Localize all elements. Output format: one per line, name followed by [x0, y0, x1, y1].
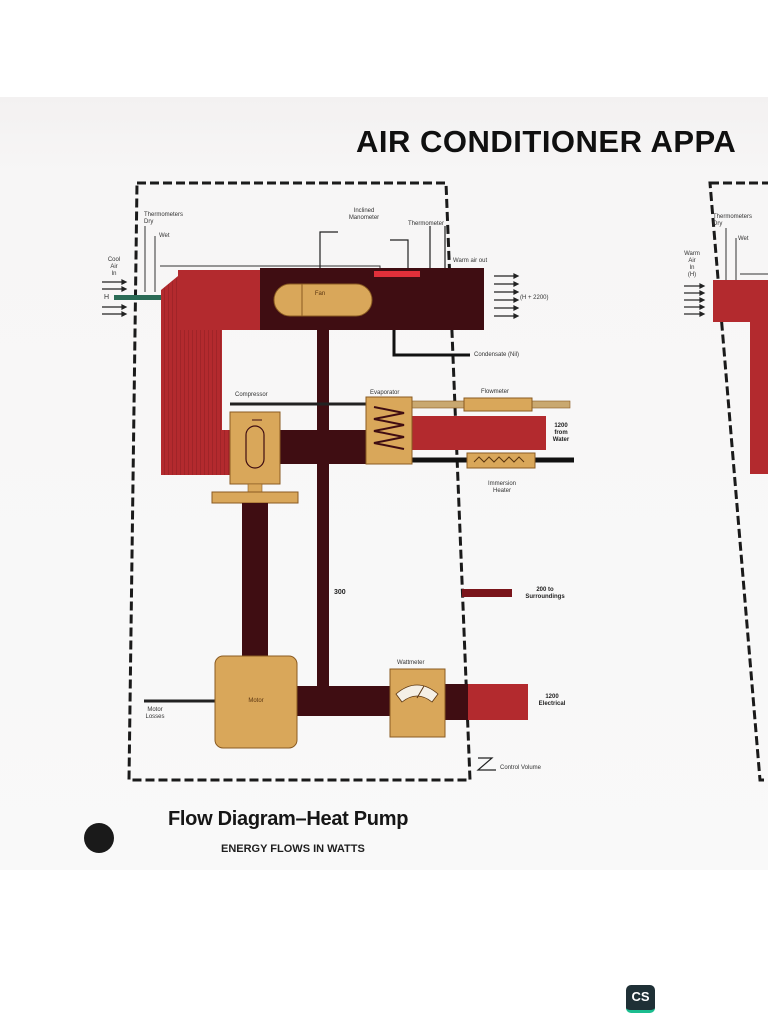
motor-shaft-flow — [242, 503, 268, 657]
flowmeter — [463, 397, 533, 412]
thermometer-label: Thermometer — [408, 221, 445, 227]
control-volume-boundary — [127, 181, 472, 782]
evaporator — [365, 396, 413, 465]
immersion-heater — [466, 452, 536, 469]
right-inlet-arrows — [684, 283, 706, 317]
bullet-dot — [84, 823, 114, 853]
control-volume-pointer — [476, 757, 496, 771]
motor — [214, 655, 298, 749]
control-volume-label: Control Volume — [500, 765, 542, 771]
right-thermometers-label: Thermometers Dry — [713, 214, 753, 227]
poster-background — [0, 97, 768, 870]
water-heat-flow — [412, 416, 546, 450]
cool-air-in-label: Cool Air In — [107, 257, 121, 277]
fan — [273, 283, 373, 317]
fan-label: Fan — [314, 291, 326, 297]
motor-label: Motor — [248, 698, 264, 704]
from-water-label: 1200 from Water — [552, 423, 570, 443]
compressor-base — [247, 483, 263, 493]
inlet-air-flow — [114, 295, 170, 300]
air-inlet-arrows — [102, 279, 128, 317]
electrical-label: 1200 Electrical — [538, 694, 566, 707]
manometer-tubes — [319, 226, 446, 268]
motor-power-flow — [296, 686, 390, 716]
flow-300-label: 300 — [334, 589, 346, 596]
condensate-label: Condensate (Nil) — [474, 352, 520, 358]
right-panel-flow — [713, 280, 768, 474]
condensate-line — [392, 330, 470, 357]
flowmeter-label: Flowmeter — [481, 389, 510, 395]
warm-air-out-label: Warm air out — [453, 258, 488, 264]
right-wet-label: Wet — [738, 236, 749, 242]
diagram-subtitle: ENERGY FLOWS IN WATTS — [221, 843, 365, 855]
wet-label: Wet — [159, 233, 170, 239]
compressor-label: Compressor — [235, 392, 268, 398]
scanner-app-badge: CS — [626, 985, 655, 1013]
flow-out-value: (H + 2200) — [520, 295, 549, 301]
right-warm-air-in-label: Warm Air In (H) — [684, 251, 700, 278]
wattmeter-label: Wattmeter — [397, 660, 425, 666]
thermometers-dry-label: Thermometers Dry — [144, 212, 184, 225]
diagram-title: Flow Diagram–Heat Pump — [168, 808, 409, 830]
air-outlet-arrows — [494, 273, 520, 319]
inclined-manometer-label: Inclined Manometer — [348, 208, 380, 221]
motor-losses-label: Motor Losses — [145, 707, 165, 720]
wattmeter — [389, 668, 446, 738]
immersion-heater-label: Immersion Heater — [487, 481, 516, 494]
evaporator-label: Evaporator — [370, 390, 400, 396]
compressor-flow — [280, 430, 368, 464]
compressor — [229, 411, 281, 485]
compressor-mount — [211, 491, 299, 504]
right-panel-boundary — [708, 181, 768, 782]
h-label: H — [104, 294, 110, 301]
warm-air-marker — [374, 271, 420, 277]
surroundings-flow — [462, 589, 512, 597]
to-surroundings-label: 200 to Surroundings — [525, 587, 565, 600]
poster-title: AIR CONDITIONER APPA — [356, 124, 737, 159]
fan-power-flow — [317, 330, 329, 690]
